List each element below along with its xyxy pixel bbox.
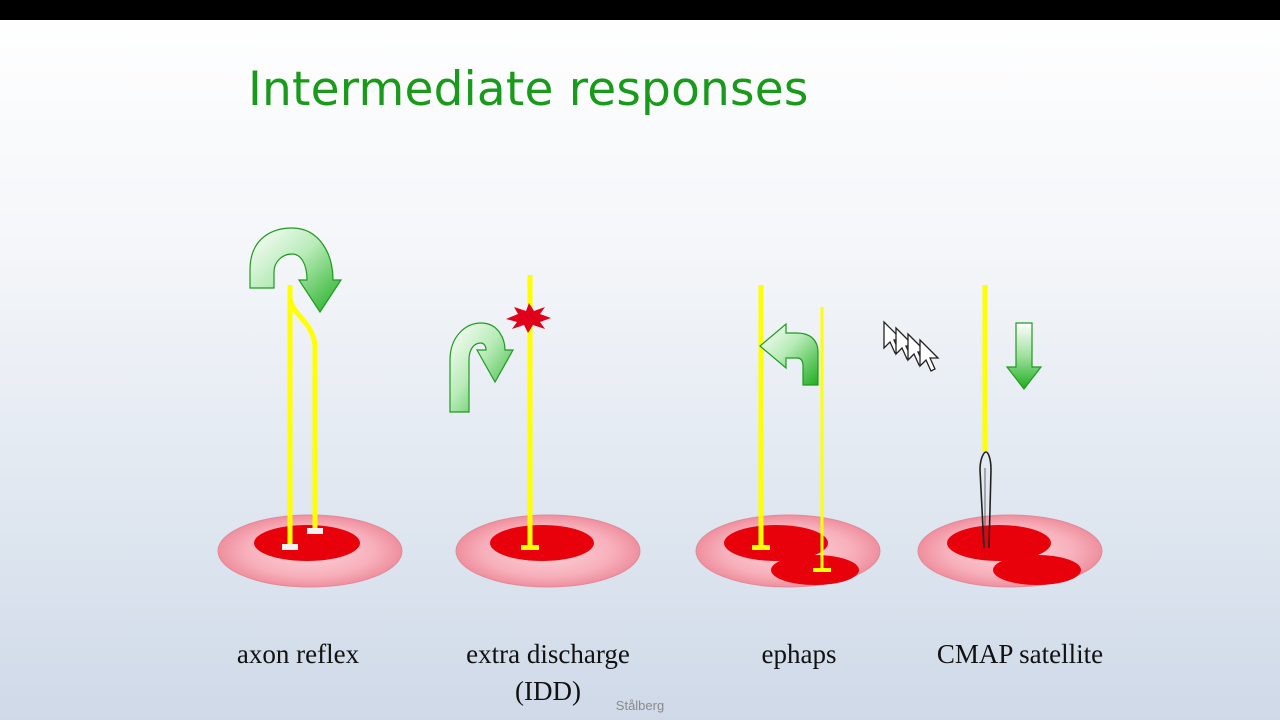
muscle-fiber <box>254 525 360 561</box>
mouse-cursor-icon <box>883 320 940 372</box>
curved-arrow-icon <box>249 227 343 314</box>
panel-ephaps <box>695 285 881 588</box>
nerve-terminal <box>752 545 770 550</box>
muscle-fiber <box>490 525 594 561</box>
author-credit: Stålberg <box>615 698 665 713</box>
muscle-fiber <box>947 525 1051 561</box>
caption-ephaps: ephaps <box>761 639 837 669</box>
nerve-terminal <box>307 528 323 534</box>
panel-cmap-satellite <box>917 285 1103 588</box>
curved-arrow-icon <box>759 322 819 386</box>
panel-axon-reflex <box>217 227 403 588</box>
caption-extra-discharge: extra discharge (IDD) <box>466 639 630 706</box>
muscle-fiber <box>993 555 1081 585</box>
nerve-terminal <box>521 545 539 550</box>
axon-branch-right <box>287 299 318 530</box>
nerve-terminal <box>282 544 298 550</box>
caption-cmap-satellite: CMAP satellite <box>936 639 1104 669</box>
curved-arrow-icon <box>449 322 515 413</box>
needle-electrode-icon <box>979 451 992 549</box>
down-arrow-icon <box>1005 322 1043 390</box>
nerve-terminal <box>813 568 831 572</box>
panel-extra-discharge <box>449 275 641 588</box>
top-black-bar <box>0 0 1280 20</box>
spark-icon <box>506 303 551 333</box>
caption-axon-reflex: axon reflex <box>236 639 360 669</box>
muscle-fiber <box>724 525 828 561</box>
slide-title: Intermediate responses <box>248 62 809 117</box>
